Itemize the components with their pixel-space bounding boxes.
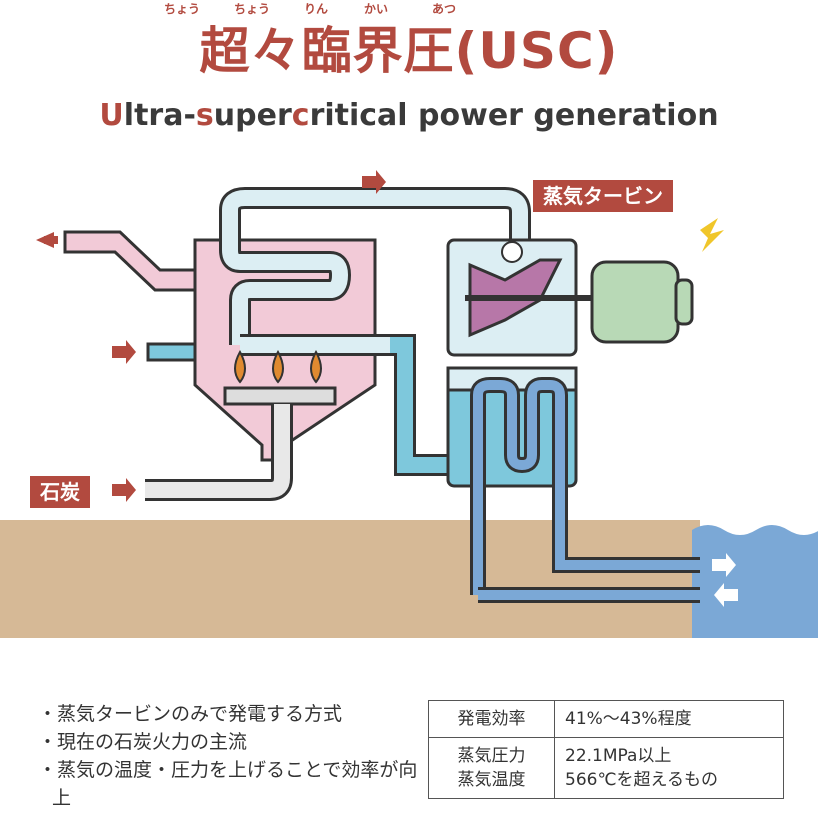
turbine-label: 蒸気タービン xyxy=(533,180,673,212)
water-inlet xyxy=(146,342,197,362)
subtitle-u: U xyxy=(99,98,124,133)
page-title: 超々臨界圧(USC) xyxy=(199,22,619,80)
furigana-5: あつ xyxy=(432,2,457,16)
coal-pipe xyxy=(145,404,290,498)
diagram-svg xyxy=(0,170,818,638)
feedwater-pipe xyxy=(390,337,470,473)
page-subtitle: Ultra-supercritical power generation xyxy=(0,96,818,136)
flame-icon xyxy=(234,349,246,384)
steam-flow-arrow-icon xyxy=(362,170,386,194)
spec-key: 発電効率 xyxy=(428,700,555,738)
subtitle-c: c xyxy=(291,98,310,133)
table-row: 発電効率 41%〜43%程度 xyxy=(428,700,784,738)
flame-icons xyxy=(234,349,322,384)
subtitle-rest: ritical power generation xyxy=(309,98,719,133)
usc-diagram: 蒸気タービン 石炭 xyxy=(0,150,818,650)
ground xyxy=(0,520,700,638)
list-item: ・蒸気タービンのみで発電する方式 xyxy=(38,703,343,725)
coal-label: 石炭 xyxy=(30,476,90,508)
electricity-icon xyxy=(700,218,724,252)
steam-cloud-icon xyxy=(501,241,523,263)
spec-table: 発電効率 41%〜43%程度 蒸気圧力 蒸気温度 22.1MPa以上 566℃を… xyxy=(428,700,784,799)
feature-list: ・蒸気タービンのみで発電する方式 ・現在の石炭火力の主流 ・蒸気の温度・圧力を上… xyxy=(38,700,418,812)
furigana: ちょう ちょう りん かい あつ xyxy=(160,0,500,18)
table-row: 蒸気圧力 蒸気温度 22.1MPa以上 566℃を超えるもの xyxy=(428,737,784,799)
subtitle-ltra: ltra- xyxy=(123,98,196,133)
subtitle-s: s xyxy=(195,98,214,133)
cooling-water-pipe xyxy=(473,380,700,595)
sea xyxy=(692,525,818,638)
water-arrow-icon xyxy=(112,340,136,364)
spec-value: 41%〜43%程度 xyxy=(554,700,784,738)
flame-icon xyxy=(310,349,322,384)
generator xyxy=(590,260,680,344)
furigana-4: かい xyxy=(364,2,389,16)
cooling-out-arrow-icon xyxy=(712,553,736,577)
cooling-in-arrow-icon xyxy=(714,583,738,607)
flame-icon xyxy=(272,349,284,384)
furigana-1: ちょう xyxy=(164,2,201,16)
burner-manifold xyxy=(223,386,337,406)
spec-key: 蒸気圧力 蒸気温度 xyxy=(428,737,555,799)
list-item: ・蒸気の温度・圧力を上げることで効率が向上 xyxy=(38,759,418,809)
steam-pipe xyxy=(222,190,528,345)
furigana-3: りん xyxy=(304,2,329,16)
subtitle-uper: uper xyxy=(213,98,292,133)
spec-value: 22.1MPa以上 566℃を超えるもの xyxy=(554,737,784,799)
coal-arrow-icon xyxy=(112,478,136,502)
furigana-2: ちょう xyxy=(234,2,271,16)
list-item: ・現在の石炭火力の主流 xyxy=(38,731,248,753)
flue-gas-duct xyxy=(63,230,197,292)
